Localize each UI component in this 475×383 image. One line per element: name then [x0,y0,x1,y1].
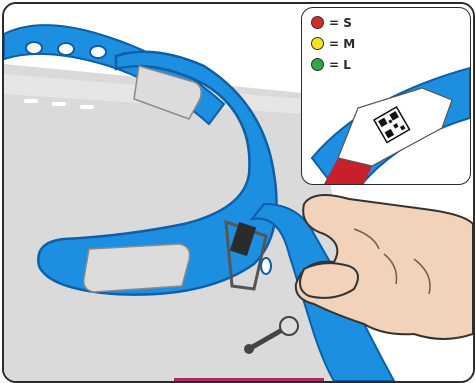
upper-pad [133,65,202,120]
size-legend: = S = M = L [311,12,355,75]
strap-pin [244,316,299,354]
buckle-bar [229,221,257,257]
legend-label-medium: = M [329,36,356,51]
green-dot-icon [311,58,324,71]
size-legend-inset: = S = M = L [301,7,471,185]
legend-label-small: = S [329,15,352,30]
lower-pad [82,243,191,293]
label-closeup [310,66,470,184]
hand [294,194,473,340]
strap-loop [37,50,278,296]
finger-lines [353,228,431,295]
thumb [299,262,359,299]
legend-row-small: = S [311,12,355,33]
red-dot-icon [311,16,324,29]
legend-row-large: = L [311,54,355,75]
table-surface [4,64,364,381]
table-dashes [24,99,94,109]
legend-row-medium: = M [311,33,355,54]
legend-label-large: = L [329,57,351,72]
yellow-dot-icon [311,37,324,50]
size-tag-red [324,158,372,184]
bottom-accent-bar [174,378,324,381]
qr-code-icon [372,105,411,144]
